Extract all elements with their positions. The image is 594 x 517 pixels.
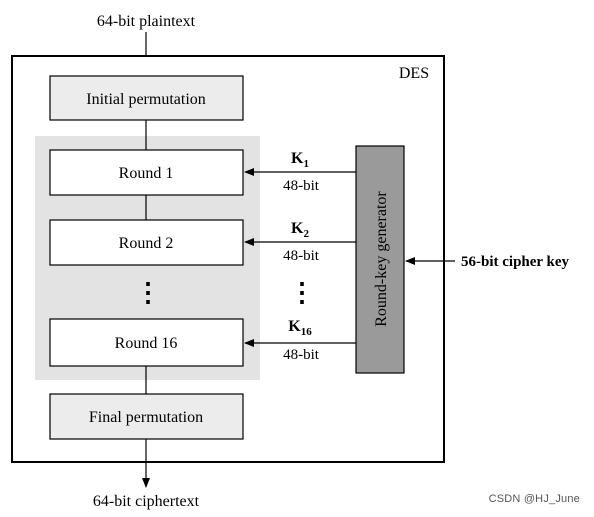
key-16-label: K16: [288, 318, 312, 338]
initial-permutation-box: [49, 75, 244, 121]
round-key-generator-label: Round-key generator: [373, 191, 390, 327]
key-2-bits: 48-bit: [283, 248, 320, 264]
final-permutation-box: [49, 393, 244, 440]
final-permutation-label: Final permutation: [89, 409, 203, 426]
key-16-bits: 48-bit: [283, 347, 320, 363]
key-2-label: K2: [291, 220, 309, 240]
round-2-label: Round 2: [119, 235, 174, 252]
rounds-ellipsis: ⋮: [135, 278, 161, 307]
input-label: 64-bit plaintext: [97, 13, 196, 30]
key-1-label: K1: [291, 150, 309, 170]
round-1-label: Round 1: [119, 165, 174, 182]
keys-ellipsis: ⋮: [289, 278, 315, 307]
round-2-box: [49, 219, 244, 266]
round-key-generator-box: [355, 145, 405, 374]
key-1-bits: 48-bit: [283, 178, 320, 194]
cipher-key-label: 56-bit cipher key: [461, 254, 570, 270]
des-label: DES: [399, 65, 429, 82]
round-16-label: Round 16: [115, 335, 178, 352]
output-label: 64-bit ciphertext: [93, 493, 200, 510]
round-16-box: [49, 318, 244, 367]
initial-permutation-label: Initial permutation: [86, 91, 206, 108]
watermark: CSDN @HJ_June: [488, 493, 580, 505]
round-1-box: [49, 149, 244, 196]
